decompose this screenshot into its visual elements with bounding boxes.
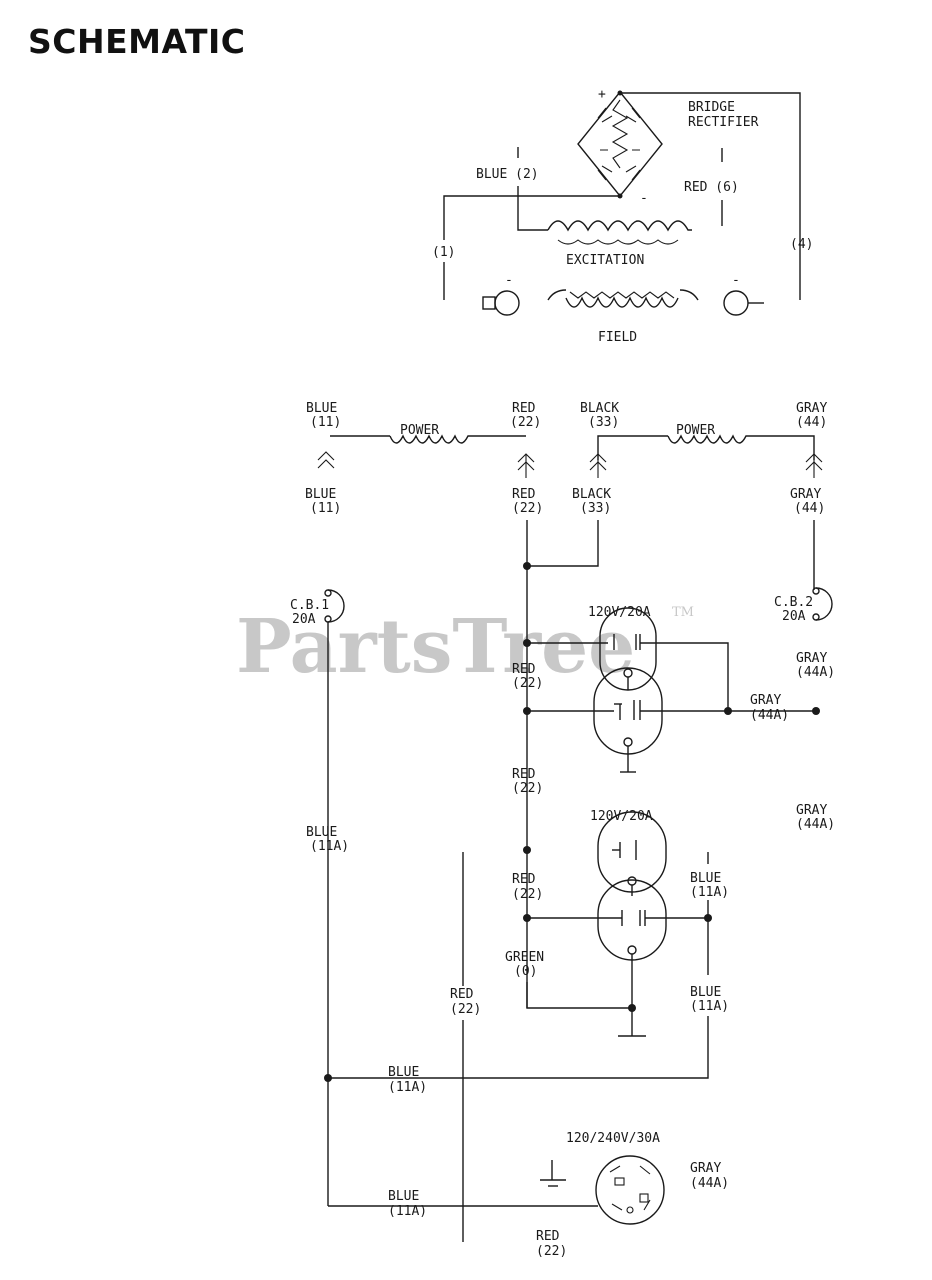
page-title: SCHEMATIC — [28, 22, 246, 61]
wire-1-label: (1) — [432, 245, 455, 260]
green-label: GREEN — [505, 950, 544, 965]
receptacle-3-twist-lock — [595, 1155, 665, 1225]
blue-11a-label-e: BLUE — [388, 1189, 419, 1204]
connector-red — [517, 453, 535, 478]
brush-left — [482, 290, 520, 316]
plus-marker: + — [598, 87, 606, 102]
brush-left-minus: - — [505, 273, 513, 288]
circuit-breaker-1 — [324, 589, 345, 623]
black-top-label: BLACK — [580, 401, 619, 416]
gray-44a-num-d: (44A) — [690, 1176, 729, 1191]
watermark-tm: TM — [672, 605, 694, 620]
gray-44a-label-a: GRAY — [796, 651, 827, 666]
red-top-num: (22) — [510, 415, 541, 430]
connector-black — [589, 453, 607, 478]
blue-11a-num-a: (11A) — [310, 839, 349, 854]
blue-bot-label: BLUE — [305, 487, 336, 502]
connector-gray — [805, 453, 823, 478]
blue-11a-label-c: BLUE — [690, 985, 721, 1000]
gray-44a-num-a: (44A) — [796, 665, 835, 680]
red-bot-label: RED — [512, 487, 536, 502]
red-22-label-d: RED — [450, 987, 474, 1002]
gray-44a-label-d: GRAY — [690, 1161, 721, 1176]
receptacle-1-rating: 120V/20A — [588, 605, 651, 620]
bridge-rectifier — [577, 90, 663, 198]
red-bot-num: (22) — [512, 501, 543, 516]
receptacle-1-lower — [593, 667, 663, 755]
cb2-label: C.B.2 — [774, 595, 813, 610]
red-22-num-e: (22) — [536, 1244, 567, 1259]
gray-44a-label-c: GRAY — [796, 803, 827, 818]
red-22-num-d: (22) — [450, 1002, 481, 1017]
blue-bot-num: (11) — [310, 501, 341, 516]
gray-44a-num-b: (44A) — [750, 708, 789, 723]
excitation-label: EXCITATION — [566, 253, 644, 268]
blue-11a-label-d: BLUE — [388, 1065, 419, 1080]
receptacle-3-rating: 120/240V/30A — [566, 1131, 660, 1146]
brush-right — [723, 290, 764, 316]
power-left-coil — [389, 434, 472, 444]
black-bot-label: BLACK — [572, 487, 611, 502]
blue-11a-label-a: BLUE — [306, 825, 337, 840]
cb2-rating: 20A — [782, 609, 806, 624]
green-num: (0) — [514, 964, 537, 979]
blue-11a-num-c: (11A) — [690, 999, 729, 1014]
red-22-label-c: RED — [512, 872, 536, 887]
minus-marker: - — [640, 191, 648, 206]
excitation-coil — [547, 220, 692, 245]
red-22-label-a: RED — [512, 662, 536, 677]
black-top-num: (33) — [588, 415, 619, 430]
power-left-label: POWER — [400, 423, 439, 438]
red-22-num-b: (22) — [512, 781, 543, 796]
receptacle-2 — [597, 811, 667, 893]
cb1-label: C.B.1 — [290, 598, 329, 613]
blue-top-label: BLUE — [306, 401, 337, 416]
black-bot-num: (33) — [580, 501, 611, 516]
receptacle-2-rating: 120V/20A — [590, 809, 653, 824]
gray-bot-label: GRAY — [790, 487, 821, 502]
watermark: PartsTree — [236, 604, 635, 690]
gray-top-label: GRAY — [796, 401, 827, 416]
power-right-coil — [667, 434, 750, 444]
blue-top-num: (11) — [310, 415, 341, 430]
gray-top-num: (44) — [796, 415, 827, 430]
red-22-label-b: RED — [512, 767, 536, 782]
red-6-label: RED (6) — [684, 180, 739, 195]
gray-bot-num: (44) — [794, 501, 825, 516]
connector-blue — [317, 451, 335, 469]
wire-4-label: (4) — [790, 237, 813, 252]
gray-44a-label-b: GRAY — [750, 693, 781, 708]
blue-2-label: BLUE (2) — [476, 167, 539, 182]
blue-11a-num-d: (11A) — [388, 1080, 427, 1095]
bridge-label: BRIDGE — [688, 100, 735, 115]
red-22-label-e: RED — [536, 1229, 560, 1244]
red-top-label: RED — [512, 401, 536, 416]
field-coil — [547, 289, 699, 308]
blue-11a-num-e: (11A) — [388, 1204, 427, 1219]
blue-11a-label-b: BLUE — [690, 871, 721, 886]
rectifier-label: RECTIFIER — [688, 115, 759, 130]
blue-11a-num-b: (11A) — [690, 885, 729, 900]
field-label: FIELD — [598, 330, 637, 345]
circuit-breaker-2 — [812, 587, 833, 621]
power-right-label: POWER — [676, 423, 715, 438]
brush-right-minus: - — [732, 273, 740, 288]
cb1-rating: 20A — [292, 612, 316, 627]
gray-44a-num-c: (44A) — [796, 817, 835, 832]
